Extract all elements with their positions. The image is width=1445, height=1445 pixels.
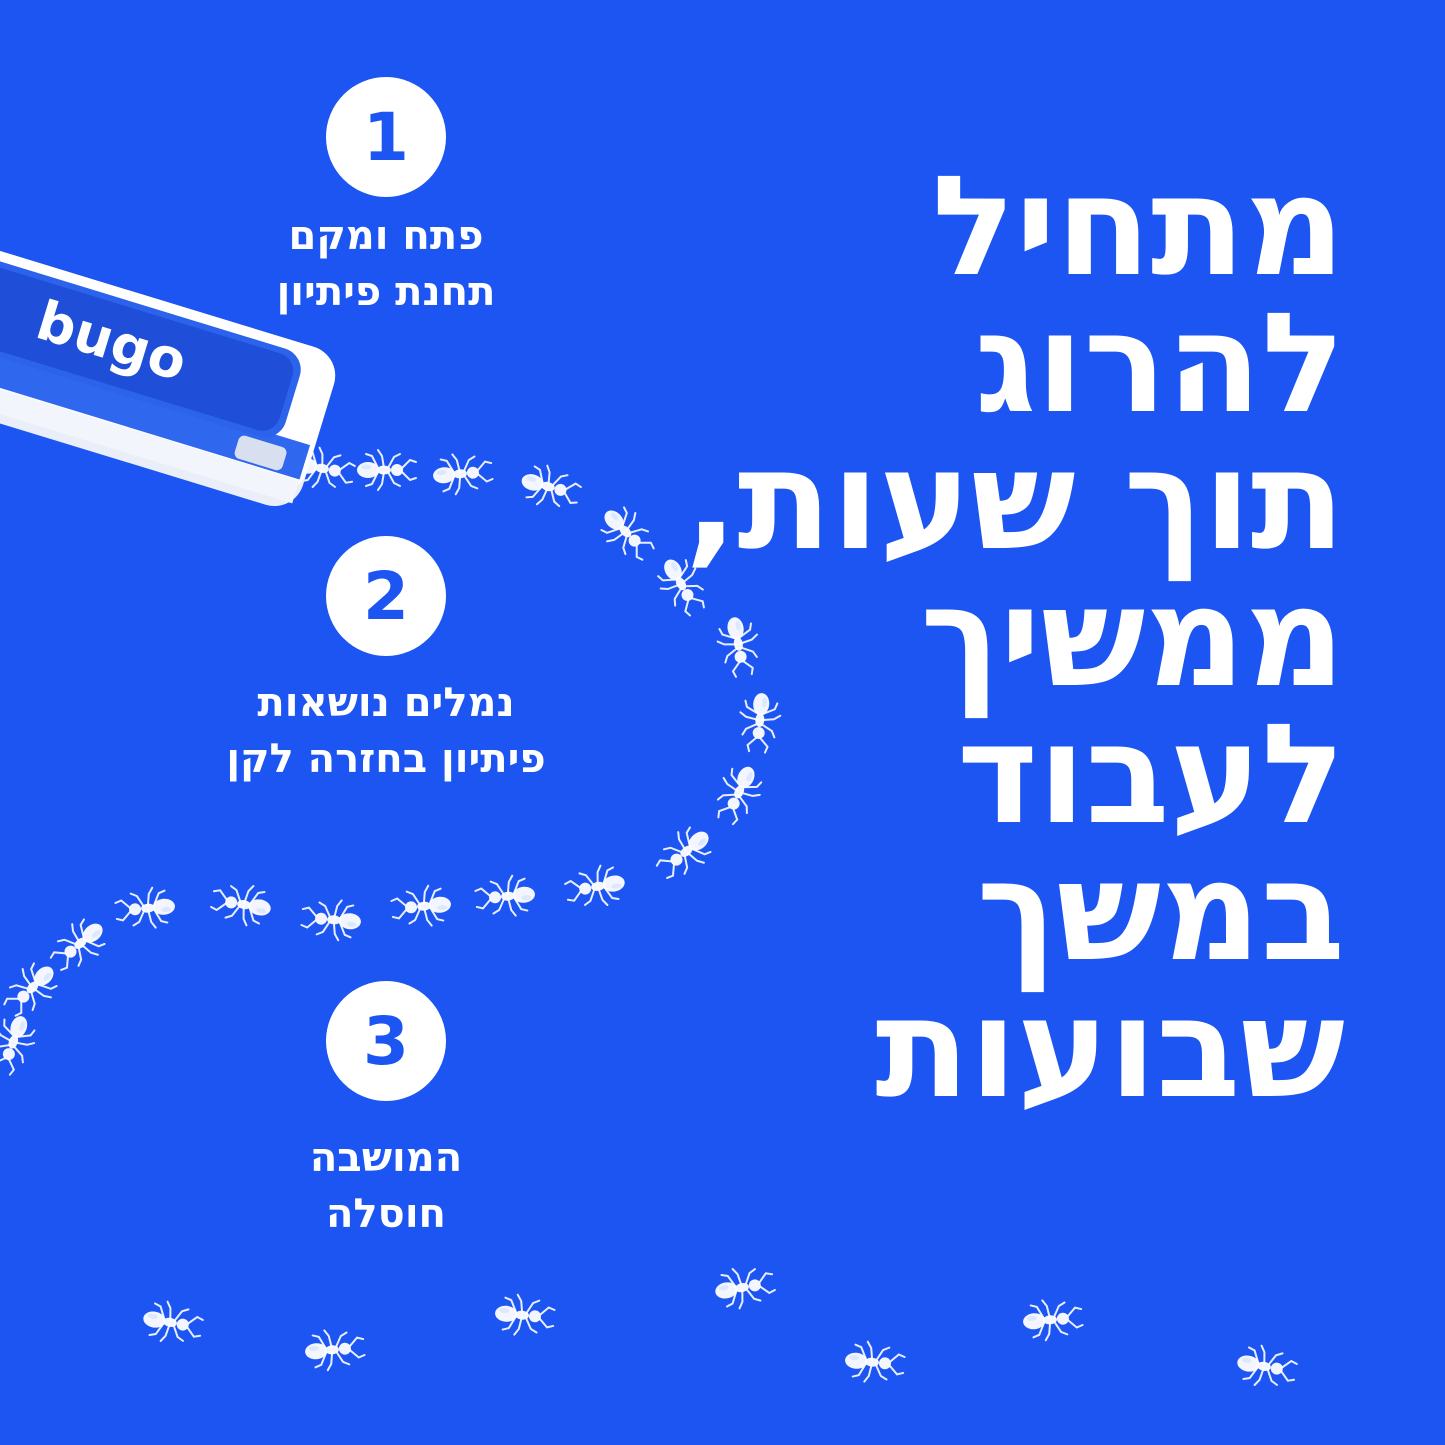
ant-icon <box>0 953 67 1026</box>
ant-icon <box>1020 1296 1085 1344</box>
headline-line-1: מתחיל <box>931 146 1345 307</box>
step-1-line-2: תחנת פיתיון <box>276 269 496 315</box>
ant-icon <box>591 497 664 570</box>
step-1-description: פתח ומקם תחנת פיתיון <box>206 208 566 320</box>
step-3-description: המושבה חוסלה <box>236 1130 536 1242</box>
ant-icon <box>492 1291 557 1339</box>
step-3-line-1: המושבה <box>309 1135 463 1181</box>
headline-line-3: תוך שעות, <box>684 420 1345 581</box>
step-2-description: נמלים נושאות פיתיון בחזרה לקן <box>176 675 596 787</box>
headline-line-7: שבועות <box>875 968 1345 1129</box>
ant-icon <box>473 872 538 920</box>
headline: מתחיל להרוג תוך שעות, ממשיך לעבוד במשך ש… <box>684 146 1345 1129</box>
ant-icon <box>842 1338 907 1386</box>
ant-icon <box>710 1261 778 1314</box>
ant-icon <box>1232 1340 1300 1393</box>
ant-icon <box>302 1326 367 1374</box>
step-2-line-1: נמלים נושאות <box>257 680 515 726</box>
headline-line-2: להרוג <box>974 283 1345 444</box>
ant-icon <box>42 909 116 981</box>
ant-icon <box>389 882 454 930</box>
step-2-line-2: פיתיון בחזרה לקן <box>226 736 546 782</box>
ant-icon <box>299 896 364 944</box>
ant-icon <box>515 459 586 516</box>
step-3-line-2: חוסלה <box>325 1191 447 1237</box>
step-3-number-badge: 3 <box>326 981 446 1101</box>
bait-station-icon: bugo <box>0 243 336 507</box>
ant-icon <box>138 1296 206 1349</box>
headline-line-5: לעבוד <box>956 694 1345 855</box>
headline-line-4: ממשיך <box>920 557 1345 718</box>
ant-icon <box>208 878 276 931</box>
ant-icon <box>430 450 495 498</box>
ant-icon <box>113 884 178 932</box>
ant-icon <box>356 449 417 491</box>
ant-icon <box>0 1008 43 1080</box>
headline-line-6: במשך <box>976 831 1345 992</box>
ant-icon <box>562 860 630 913</box>
step-1-number-badge: 1 <box>326 77 446 197</box>
step-1-line-1: פתח ומקם <box>288 213 484 259</box>
step-2-number-badge: 2 <box>326 536 446 656</box>
